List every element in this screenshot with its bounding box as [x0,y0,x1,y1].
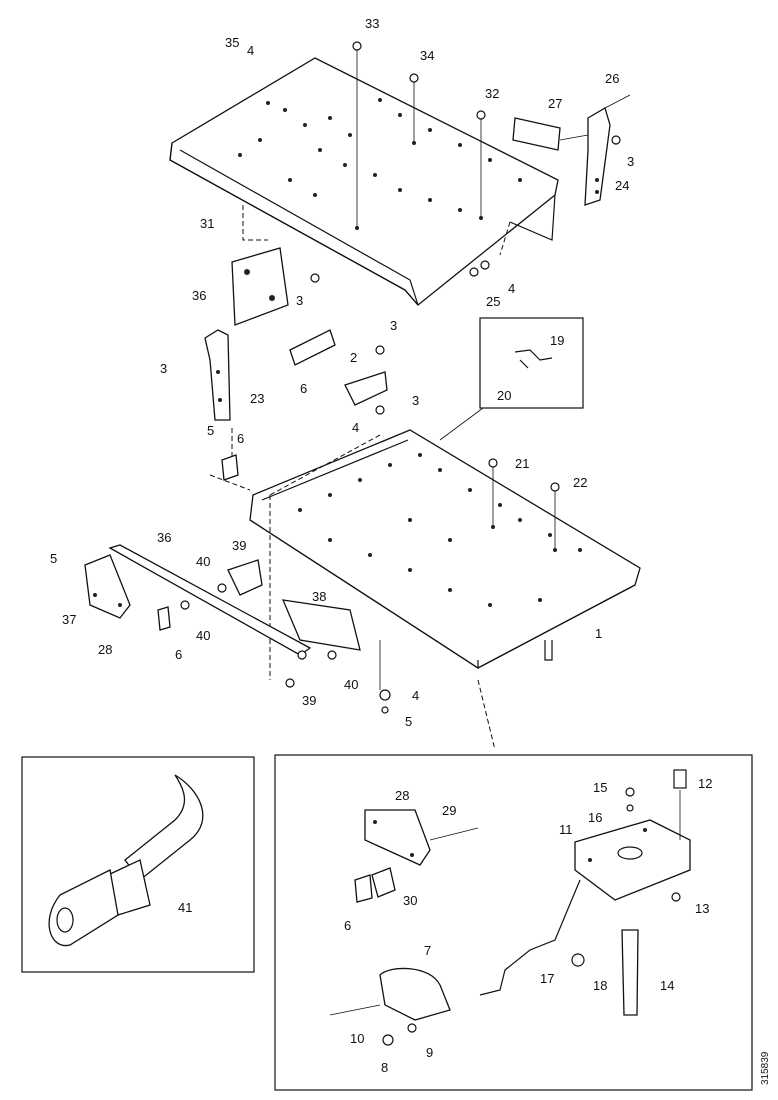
callout-21: 21 [515,456,529,471]
drawing-number: 315839 [760,1051,771,1085]
mounting-brackets [204,329,388,491]
callout-labels: 33 35 4 34 32 26 27 3 24 31 4 25 36 3 3 … [50,16,712,1075]
callout-3: 3 [412,393,419,408]
callout-4: 4 [247,43,254,58]
detail-box-mechanism [274,754,753,1091]
callout-4: 4 [352,420,359,435]
callout-3: 3 [296,293,303,308]
side-plate [231,247,490,326]
callout-1: 1 [595,626,602,641]
tow-arm [84,544,496,751]
callout-16: 16 [588,810,602,825]
callout-10: 10 [350,1031,364,1046]
callout-3: 3 [627,154,634,169]
callout-28: 28 [98,642,112,657]
callout-2: 2 [350,350,357,365]
callout-3: 3 [160,361,167,376]
callout-5: 5 [207,423,214,438]
callout-28: 28 [395,788,409,803]
callout-19: 19 [550,333,564,348]
callout-25: 25 [486,294,500,309]
callout-15: 15 [593,780,607,795]
callout-6: 6 [300,381,307,396]
callout-29: 29 [442,803,456,818]
callout-40: 40 [196,554,210,569]
detail-box-strap [21,756,255,973]
callout-22: 22 [573,475,587,490]
callout-6: 6 [237,431,244,446]
callout-33: 33 [365,16,379,31]
callout-4: 4 [508,281,515,296]
callout-7: 7 [424,943,431,958]
callout-39: 39 [302,693,316,708]
callout-40: 40 [196,628,210,643]
main-base-plate [249,429,641,680]
callout-40: 40 [344,677,358,692]
callout-5: 5 [405,714,412,729]
callout-30: 30 [403,893,417,908]
callout-3: 3 [390,318,397,333]
callout-27: 27 [548,96,562,111]
callout-5: 5 [50,551,57,566]
upper-cover-plate [169,41,559,306]
callout-18: 18 [593,978,607,993]
callout-38: 38 [312,589,326,604]
callout-20: 20 [497,388,511,403]
callout-24: 24 [615,178,629,193]
callout-35: 35 [225,35,239,50]
callout-23: 23 [250,391,264,406]
callout-6: 6 [175,647,182,662]
callout-8: 8 [381,1060,388,1075]
callout-37: 37 [62,612,76,627]
callout-11: 11 [559,822,573,837]
callout-14: 14 [660,978,674,993]
hinge-bracket [512,94,631,206]
callout-41: 41 [178,900,192,915]
callout-34: 34 [420,48,434,63]
detail-inset-small [439,317,584,441]
callout-26: 26 [605,71,619,86]
callout-9: 9 [426,1045,433,1060]
callout-13: 13 [695,901,709,916]
callout-39: 39 [232,538,246,553]
callout-4: 4 [412,688,419,703]
callout-36: 36 [157,530,171,545]
callout-32: 32 [485,86,499,101]
callout-6: 6 [344,918,351,933]
callout-36: 36 [192,288,206,303]
callout-31: 31 [200,216,214,231]
callout-12: 12 [698,776,712,791]
callout-17: 17 [540,971,554,986]
